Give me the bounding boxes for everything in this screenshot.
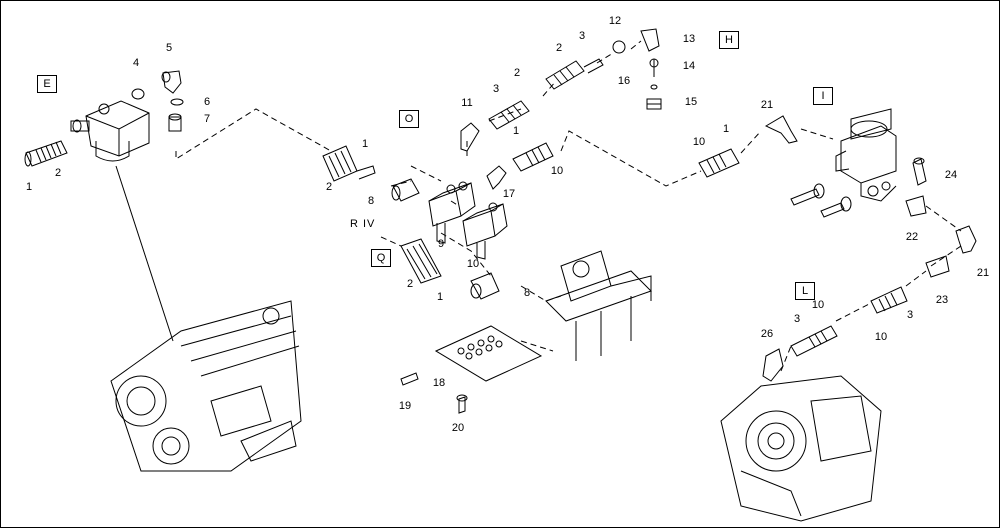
callout-9: 9 xyxy=(437,238,445,250)
callout-7: 7 xyxy=(203,113,211,125)
callout-18: 18 xyxy=(432,377,446,389)
callout-14: 14 xyxy=(682,60,696,72)
callout-22: 22 xyxy=(905,231,919,243)
callout-8: 8 xyxy=(523,287,531,299)
callout-2: 2 xyxy=(513,67,521,79)
callout-16: 16 xyxy=(617,75,631,87)
callout-10: 10 xyxy=(466,258,480,270)
elbow-26 xyxy=(762,348,784,382)
callout-3: 3 xyxy=(492,83,500,95)
callout-2: 2 xyxy=(555,42,563,54)
view-label-e: E xyxy=(37,75,57,93)
view-label-o: O xyxy=(399,110,419,128)
callout-23: 23 xyxy=(935,294,949,306)
callout-21: 21 xyxy=(976,267,990,279)
hose-10-3-l xyxy=(870,286,908,314)
callout-1: 1 xyxy=(25,181,33,193)
hose-3-2-upper xyxy=(488,58,604,130)
leader-line-e xyxy=(115,165,174,342)
callout-13: 13 xyxy=(682,33,696,45)
fitting-set-h xyxy=(612,28,662,110)
hose-3-10-l xyxy=(790,325,838,357)
callout-10: 10 xyxy=(550,165,564,177)
hose-e xyxy=(24,140,68,167)
callout-4: 4 xyxy=(132,57,140,69)
callout-1: 1 xyxy=(361,138,369,150)
engine-sketch xyxy=(110,300,302,472)
transmission-sketch xyxy=(720,375,882,522)
callout-20: 20 xyxy=(451,422,465,434)
callout-2: 2 xyxy=(406,278,414,290)
callout-24: 24 xyxy=(944,169,958,181)
callout-5: 5 xyxy=(165,42,173,54)
view-label-i: I xyxy=(813,87,833,105)
view-label-h: H xyxy=(719,31,739,49)
callout-2: 2 xyxy=(325,181,333,193)
bolts-19-20 xyxy=(400,372,468,414)
elbow-8-bottom xyxy=(470,272,500,300)
view-label-q: Q xyxy=(371,249,391,267)
fitting-24 xyxy=(912,157,927,186)
callout-8: 8 xyxy=(367,195,375,207)
elbow-8-top xyxy=(391,178,420,202)
callout-3: 3 xyxy=(578,30,586,42)
fitting-set-e xyxy=(131,70,184,132)
callout-11: 11 xyxy=(461,97,473,109)
hose-10-1-right xyxy=(698,148,740,178)
hose-q xyxy=(400,238,442,284)
elbow-17 xyxy=(486,165,507,190)
valve-block-i xyxy=(835,108,897,202)
callout-1: 1 xyxy=(512,125,520,137)
view-label-l: L xyxy=(795,282,815,300)
callout-6: 6 xyxy=(203,96,211,108)
callout-15: 15 xyxy=(684,96,698,108)
elbow-21-top xyxy=(764,115,798,144)
callout-12: 12 xyxy=(608,15,622,27)
hose-o-left xyxy=(322,145,376,182)
fuel-filter-housing xyxy=(70,100,150,162)
solenoid-valve-10 xyxy=(462,202,508,260)
callout-10: 10 xyxy=(811,299,825,311)
callout-10: 10 xyxy=(874,331,888,343)
callout-2: 2 xyxy=(54,167,62,179)
riv-note: R IV xyxy=(350,218,376,230)
callout-1: 1 xyxy=(436,291,444,303)
elbow-11 xyxy=(460,122,480,152)
callout-17: 17 xyxy=(502,188,516,200)
callout-21: 21 xyxy=(760,99,774,111)
bolts-i xyxy=(790,183,852,218)
solenoid-valve-9 xyxy=(428,181,476,244)
callout-26: 26 xyxy=(760,328,774,340)
chassis-bracket xyxy=(545,250,652,361)
callout-3: 3 xyxy=(793,313,801,325)
callout-1: 1 xyxy=(722,123,730,135)
hose-1-10-mid xyxy=(512,142,554,172)
elbow-21-right xyxy=(955,225,977,254)
fitting-22 xyxy=(905,195,927,217)
connector-23 xyxy=(925,255,950,278)
mounting-plate-18 xyxy=(434,325,543,382)
dashed-routing-lines xyxy=(175,40,962,372)
callout-19: 19 xyxy=(398,400,412,412)
callout-10: 10 xyxy=(692,136,706,148)
callout-3: 3 xyxy=(906,309,914,321)
